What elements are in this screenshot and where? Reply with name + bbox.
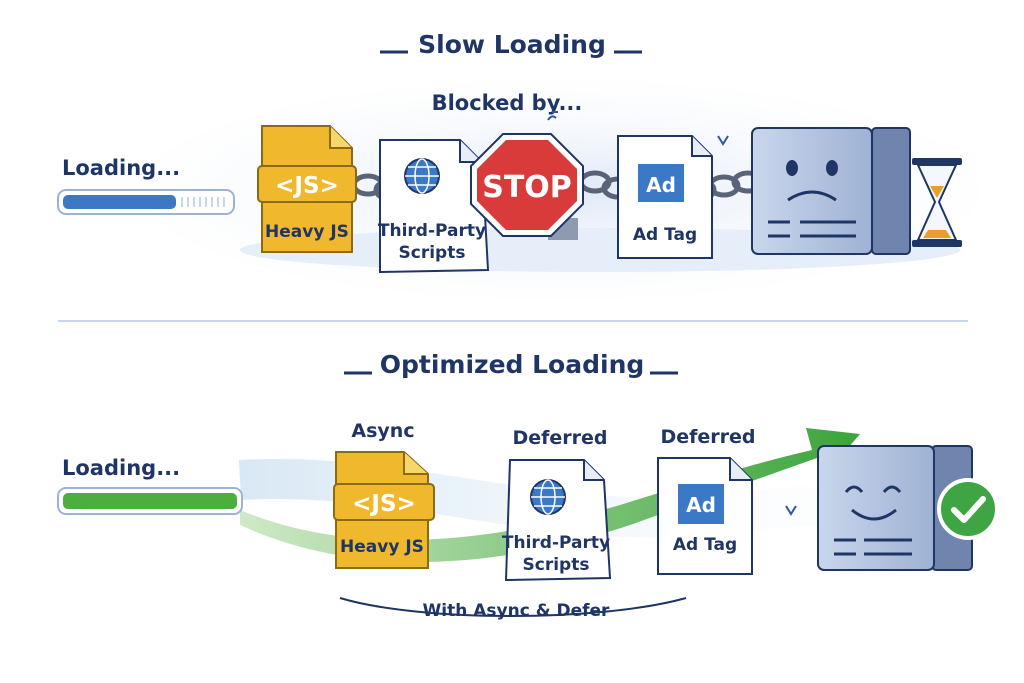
slow-loading-section: Slow Loading Blocked by... Loading... <J… xyxy=(57,30,980,300)
slow-loading-title: Slow Loading xyxy=(418,30,606,59)
heavy-js-file: <JS> Heavy JS xyxy=(257,125,357,253)
ad-tag-file: Ad Ad Tag xyxy=(617,135,713,259)
top-progress-fill xyxy=(63,195,176,209)
hourglass-icon xyxy=(912,158,962,247)
js-file-icon xyxy=(333,483,435,521)
caption-bracket xyxy=(339,597,687,617)
globe-icon xyxy=(530,479,566,515)
ad-file-icon xyxy=(678,484,724,524)
deferred-third-party-line1: Third-Party xyxy=(502,533,610,553)
down-arrow-icon xyxy=(785,505,797,516)
heavy-js-badge: <JS> xyxy=(275,173,339,199)
bottom-progress-fill xyxy=(63,493,237,509)
optimized-loading-section: Optimized Loading Loading... Async <JS> … xyxy=(57,350,999,621)
ad-tag-badge: Ad xyxy=(646,173,676,197)
optimized-loading-title: Optimized Loading xyxy=(380,350,645,379)
async-js-badge: <JS> xyxy=(352,491,416,517)
deferred-third-party-line2: Scripts xyxy=(523,555,590,575)
sad-server-icon xyxy=(751,127,911,255)
top-progress-ticks xyxy=(181,197,225,207)
heavy-js-label: Heavy JS xyxy=(265,222,349,242)
bottom-loading-label: Loading... xyxy=(62,456,180,480)
heavy-js-file-async: <JS> Heavy JS xyxy=(333,451,435,569)
globe-icon xyxy=(404,158,440,194)
third-party-scripts-file: Third-Party Scripts xyxy=(378,139,490,274)
ad-tag-label: Ad Tag xyxy=(633,225,697,245)
top-loading-label: Loading... xyxy=(62,156,180,180)
stop-sign-icon: STOP xyxy=(470,133,584,240)
checkmark-icon xyxy=(937,478,999,540)
down-arrow-icon xyxy=(717,135,729,146)
third-party-scripts-file-deferred: Third-Party Scripts xyxy=(502,459,612,582)
ad-tag-file-deferred: Ad Ad Tag xyxy=(657,457,753,575)
deferred-ad-label: Ad Tag xyxy=(673,535,737,555)
third-party-label-line2: Scripts xyxy=(399,243,466,263)
third-party-label-line1: Third-Party xyxy=(378,221,486,241)
async-defer-caption: With Async & Defer xyxy=(423,601,610,621)
ad-file-icon xyxy=(638,164,684,202)
js-file-icon xyxy=(257,165,357,203)
deferred-third-party-tag: Deferred xyxy=(512,427,607,449)
stop-sign-text: STOP xyxy=(482,170,572,205)
blocked-arrow-icon xyxy=(547,111,558,121)
deferred-ad-tag: Deferred xyxy=(660,426,755,448)
deferred-ad-badge: Ad xyxy=(686,493,716,517)
async-tag: Async xyxy=(351,420,414,442)
async-js-label: Heavy JS xyxy=(340,537,424,557)
blocked-by-label: Blocked by... xyxy=(432,91,583,115)
